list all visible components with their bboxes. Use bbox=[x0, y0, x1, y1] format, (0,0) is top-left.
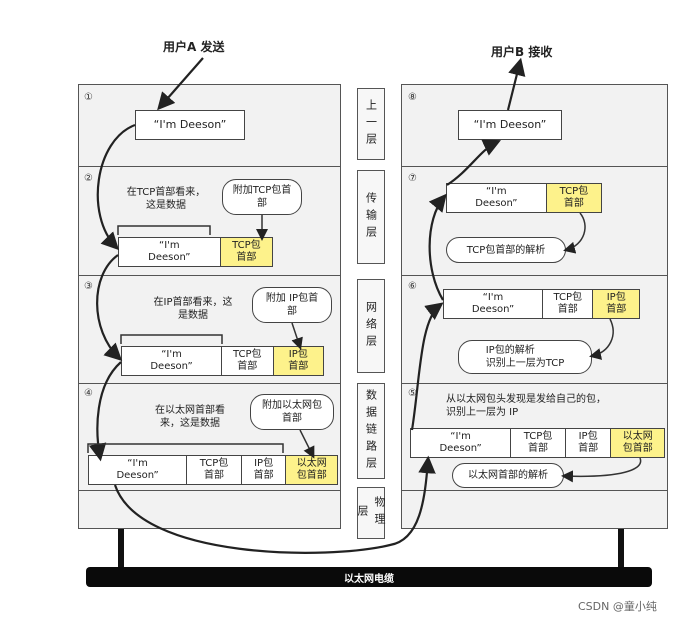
receiver-ip-packet: “I'm Deeson” TCP包 首部 IP包 首部 bbox=[443, 289, 640, 319]
tcp-header: TCP包 首部 bbox=[221, 347, 273, 375]
pointer-parse-tcp bbox=[563, 212, 586, 254]
layer-datalink: 数据链路层 bbox=[357, 383, 385, 479]
bubble-add-ip: 附加 IP包首 部 bbox=[252, 287, 332, 323]
message-text: “I'm Deeson” bbox=[473, 118, 547, 131]
note-eth-data: 在以太网首部看 来，这是数据 bbox=[155, 405, 225, 429]
marker-2: ② bbox=[84, 173, 93, 184]
receiver-tcp-packet: “I'm Deeson” TCP包 首部 bbox=[446, 183, 602, 213]
sender-message: “I'm Deeson” bbox=[135, 110, 245, 140]
bubble-parse-tcp: TCP包首部的解析 bbox=[446, 237, 566, 263]
tcp-header: TCP包 首部 bbox=[510, 429, 565, 457]
pointer-parse-ip bbox=[589, 318, 614, 360]
arrow-up-1 bbox=[410, 302, 444, 431]
bubble-add-tcp: 附加TCP包首 部 bbox=[222, 179, 302, 215]
bubble-parse-ip: IP包的解析 识别上一层为TCP bbox=[458, 340, 592, 374]
arrow-down-1 bbox=[96, 123, 136, 251]
marker-4: ④ bbox=[84, 388, 93, 399]
marker-8: ⑧ bbox=[408, 92, 417, 103]
eth-header: 以太网 包首部 bbox=[285, 456, 338, 484]
sender-ip-packet: “I'm Deeson” TCP包 首部 IP包 首部 bbox=[121, 346, 324, 376]
layer-upper: 上一层 bbox=[357, 88, 385, 160]
marker-6: ⑥ bbox=[408, 281, 417, 292]
brace-network bbox=[120, 334, 223, 344]
tcp-header: TCP包 首部 bbox=[219, 238, 272, 266]
arrow-receiver-out bbox=[506, 57, 526, 111]
brace-transport bbox=[117, 225, 211, 235]
sender-eth-packet: “I'm Deeson” TCP包 首部 IP包 首部 以太网 包首部 bbox=[88, 455, 338, 485]
pointer-parse-eth bbox=[561, 457, 642, 483]
arrow-up-2 bbox=[428, 193, 447, 301]
receiver-row-transport bbox=[402, 167, 667, 276]
receiver-title: 用户B 接收 bbox=[491, 45, 553, 59]
layer-transport: 传输层 bbox=[357, 170, 385, 264]
layer-physical: 物理层 bbox=[356, 487, 386, 539]
sender-row-network bbox=[79, 276, 340, 384]
message-text: “I'm Deeson” bbox=[153, 118, 227, 131]
packet-data: “I'm Deeson” bbox=[150, 349, 193, 372]
sender-cable-leg bbox=[118, 529, 124, 571]
packet-data: “I'm Deeson” bbox=[148, 240, 191, 263]
arrow-down-2 bbox=[96, 254, 123, 362]
packet-data: “I'm Deeson” bbox=[439, 431, 482, 454]
ip-header: IP包 首部 bbox=[564, 429, 611, 457]
watermark: CSDN @童小纯 bbox=[578, 600, 657, 613]
marker-7: ⑦ bbox=[408, 173, 417, 184]
eth-header: 以太网 包首部 bbox=[610, 429, 664, 457]
ethernet-cable: 以太网电缆 bbox=[86, 567, 652, 587]
sender-row-upper bbox=[79, 85, 340, 167]
marker-1: ① bbox=[84, 92, 93, 103]
sender-row-transport bbox=[79, 167, 340, 276]
receiver-row-network bbox=[402, 276, 667, 384]
tcp-header: TCP包 首部 bbox=[186, 456, 241, 484]
receiver-row-upper bbox=[402, 85, 667, 167]
packet-data: “I'm Deeson” bbox=[116, 458, 159, 481]
sender-title: 用户A 发送 bbox=[163, 40, 225, 54]
pointer-add-eth bbox=[299, 429, 315, 459]
note-tcp-data: 在TCP首部看来， 这是数据 bbox=[126, 187, 206, 211]
ip-header: IP包 首部 bbox=[272, 347, 323, 375]
receiver-row-link bbox=[402, 384, 667, 491]
layer-network: 网络层 bbox=[357, 279, 385, 373]
arrow-down-3 bbox=[88, 361, 122, 462]
pointer-add-ip bbox=[291, 322, 303, 350]
arrow-sender-in bbox=[157, 57, 204, 111]
bubble-add-eth: 附加以太网包 首部 bbox=[250, 394, 334, 430]
note-ip-data: 在IP首部看来，这 是数据 bbox=[153, 297, 233, 321]
sender-row-link bbox=[79, 384, 340, 491]
marker-5: ⑤ bbox=[408, 388, 417, 399]
marker-3: ③ bbox=[84, 281, 93, 292]
tcp-header: TCP包 首部 bbox=[545, 184, 601, 212]
receiver-message: “I'm Deeson” bbox=[458, 110, 562, 140]
arrow-cable bbox=[113, 455, 436, 554]
receiver-cable-leg bbox=[618, 529, 624, 571]
note-eth-own-packet: 从以太网包头发现是发给自己的包， 识别上一层为 IP bbox=[446, 394, 606, 418]
sender-tcp-packet: “I'm Deeson” TCP包 首部 bbox=[118, 237, 273, 267]
receiver-eth-packet: “I'm Deeson” TCP包 首部 IP包 首部 以太网 包首部 bbox=[410, 428, 665, 458]
tcp-header: TCP包 首部 bbox=[541, 290, 592, 318]
arrow-up-3 bbox=[446, 139, 501, 186]
ip-header: IP包 首部 bbox=[592, 290, 639, 318]
packet-data: “I'm Deeson” bbox=[475, 186, 518, 209]
packet-data: “I'm Deeson” bbox=[471, 292, 515, 315]
ip-header: IP包 首部 bbox=[240, 456, 286, 484]
brace-link bbox=[87, 443, 284, 453]
